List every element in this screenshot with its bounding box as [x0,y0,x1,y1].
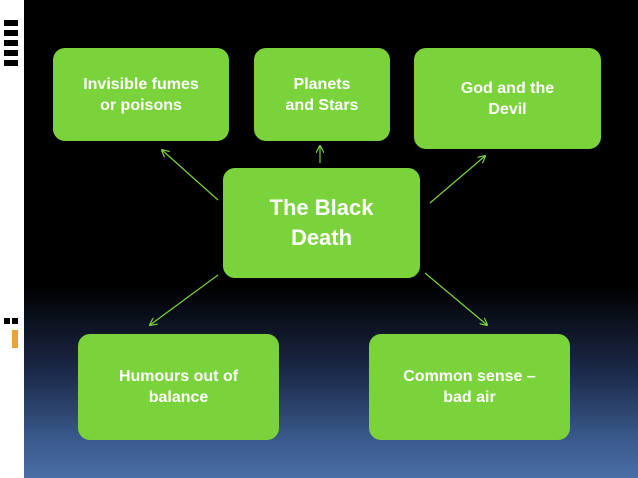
arrow-to-invisible-fumes [162,150,219,201]
decorative-bar [4,20,18,26]
node-planets-stars: Planets and Stars [254,48,390,141]
decorative-bar-gold [12,330,18,348]
node-label-line: Devil [488,101,527,118]
arrow-to-god-devil [429,156,485,204]
left-decorative-strip [0,0,24,478]
node-label-line: Planets [293,75,351,93]
decorative-bar [12,318,18,324]
node-center-black-death: The Black Death [223,168,420,278]
node-label-line: balance [148,389,209,406]
node-label-line: or poisons [100,96,182,114]
decorative-bar [4,60,18,66]
node-humours: Humours out of balance [78,334,279,440]
decorative-bar [4,30,18,36]
decorative-bar [4,318,10,324]
node-label-line: and Stars [285,96,359,114]
node-invisible-fumes: Invisible fumes or poisons [53,48,229,141]
arrow-to-common-sense [424,272,487,325]
node-label-line: God and the [460,80,555,97]
center-label-line: The Black [269,195,374,220]
decorative-bar [4,50,18,56]
node-label-line: Humours out of [118,368,239,385]
node-god-devil: God and the Devil [414,48,601,149]
center-label-line: Death [290,225,353,250]
node-label-line: Invisible fumes [83,75,199,93]
arrow-to-humours [150,274,219,325]
node-label-line: bad air [443,389,496,406]
decorative-bar [4,40,18,46]
node-common-sense: Common sense – bad air [369,334,570,440]
node-label-line: Common sense – [403,368,536,385]
